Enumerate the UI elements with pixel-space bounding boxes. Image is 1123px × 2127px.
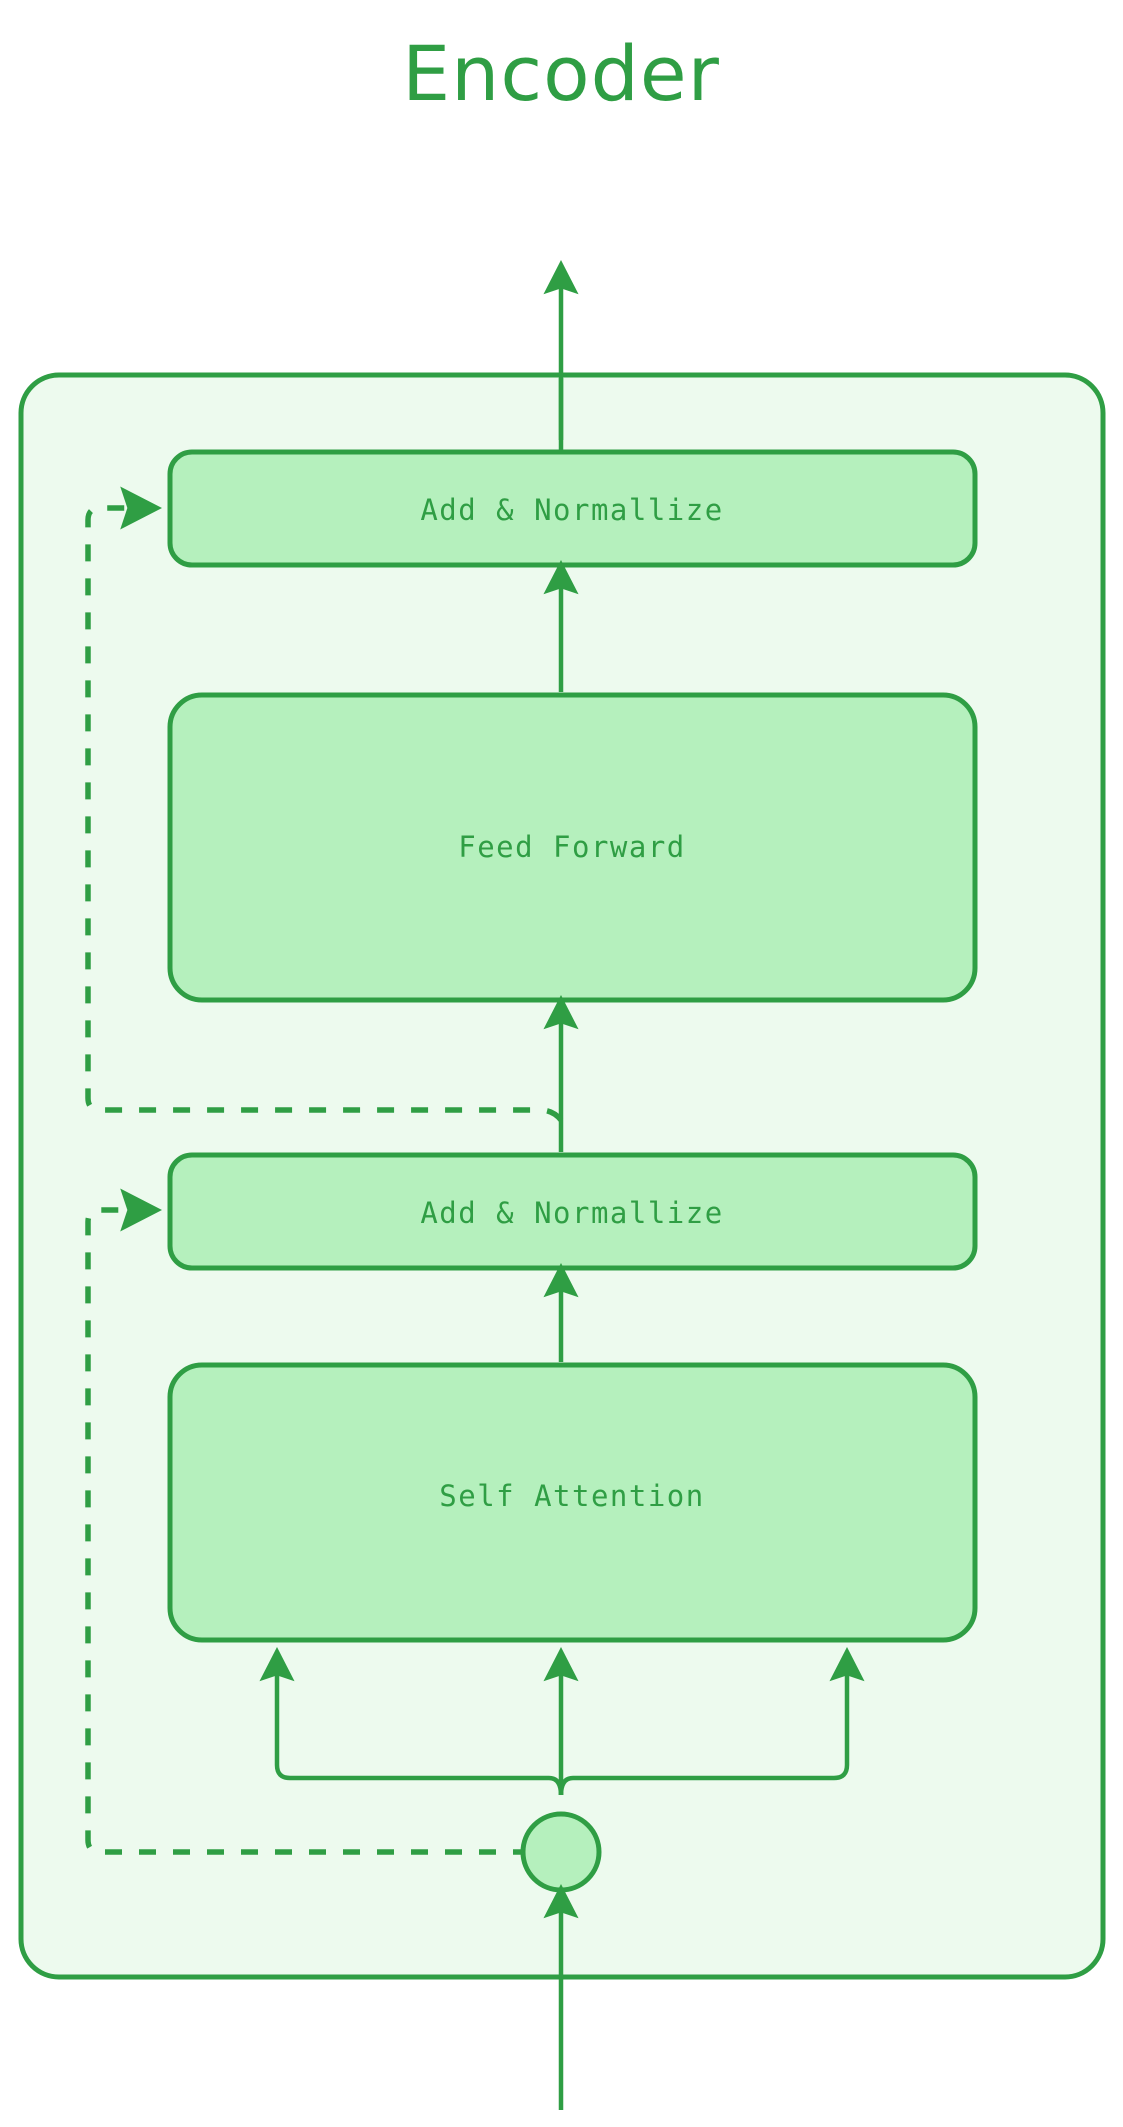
node-input-circle-shape[interactable] <box>520 1811 602 1893</box>
node-feed-forward[interactable]: Feed Forward <box>167 692 978 1003</box>
edge-input-to-selfattention-left <box>259 1646 564 1796</box>
node-feed-forward-label: Feed Forward <box>458 830 686 864</box>
edge-input-to-selfattention-right <box>558 1646 865 1796</box>
node-self-attention-box[interactable] <box>167 1362 978 1643</box>
node-add-norm-bottom-label: Add & Normallize <box>420 1196 723 1230</box>
node-input-circle[interactable] <box>520 1811 602 1893</box>
node-add-norm-top[interactable]: Add & Normallize <box>167 449 978 568</box>
edge-residual-lower-dashed <box>85 1188 530 1855</box>
node-add-norm-bottom[interactable]: Add & Normallize <box>167 1152 978 1271</box>
page-title: Encoder <box>402 29 720 118</box>
node-add-norm-top-label: Add & Normallize <box>420 493 723 527</box>
node-self-attention-label: Self Attention <box>439 1479 704 1513</box>
node-self-attention[interactable]: Self Attention <box>167 1362 978 1643</box>
edge-residual-upper-dashed <box>85 486 564 1122</box>
